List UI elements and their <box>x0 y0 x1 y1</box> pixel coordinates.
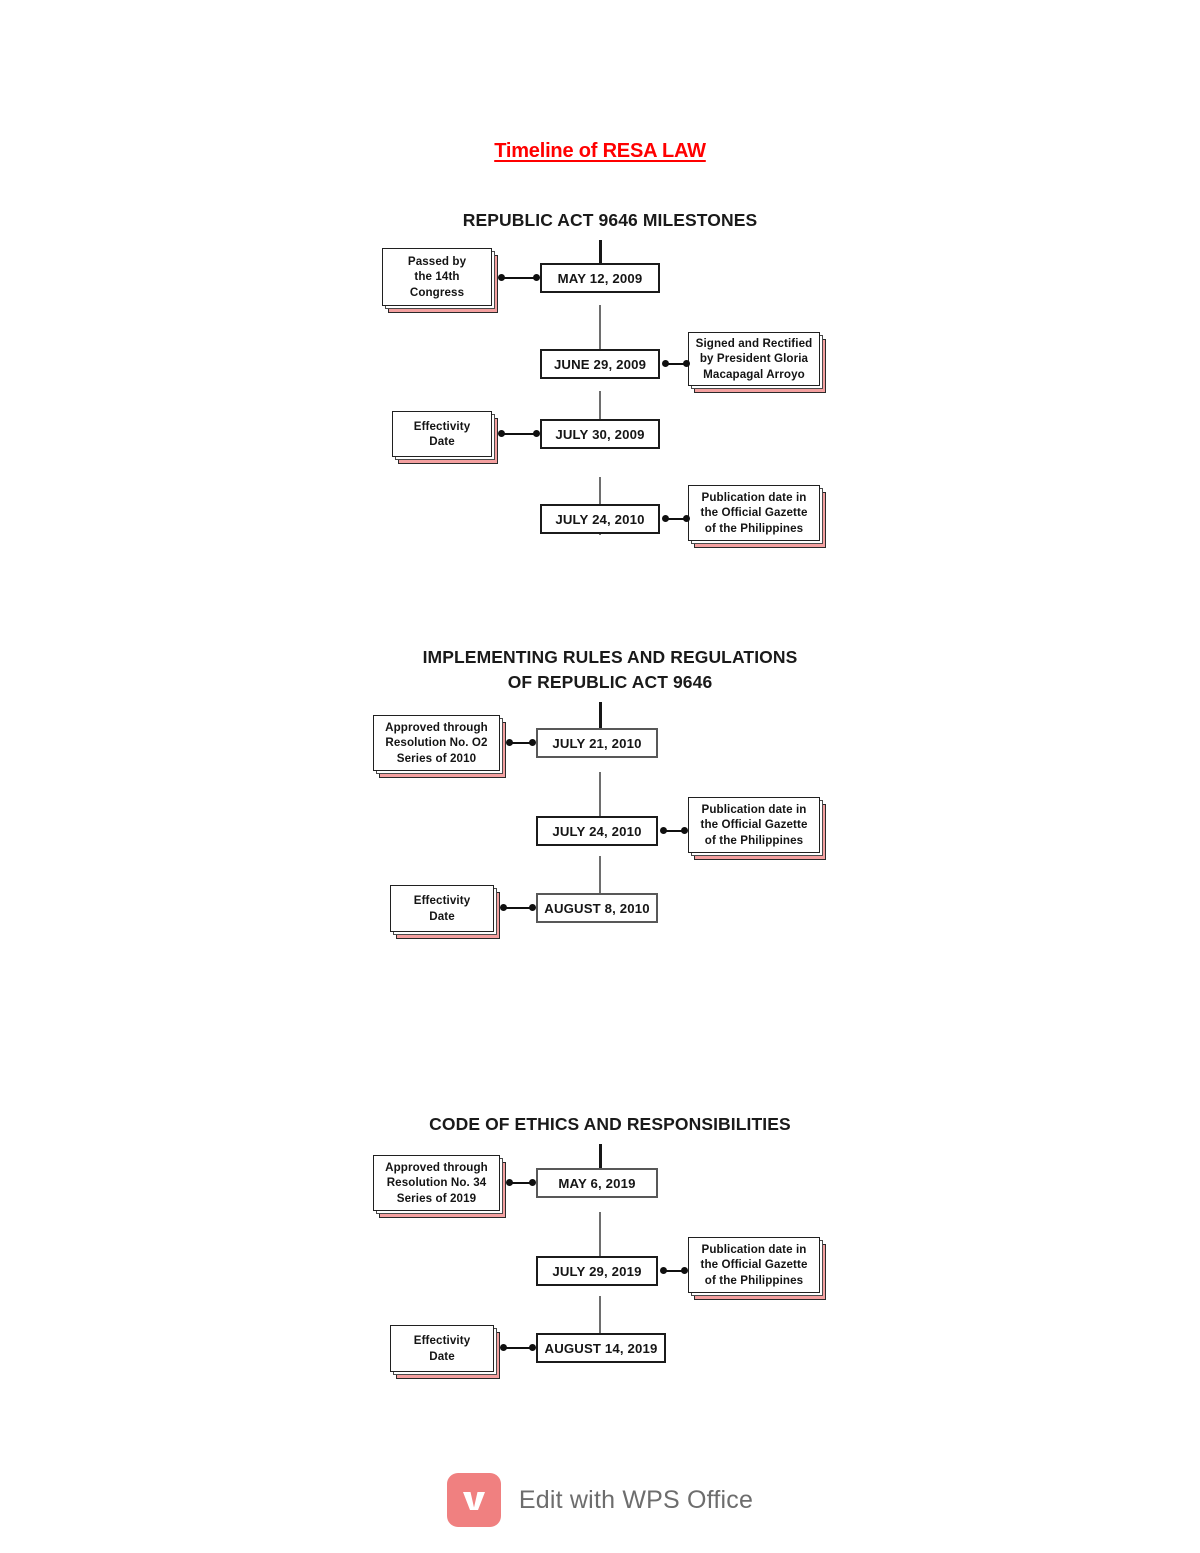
section-heading: CODE OF ETHICS AND RESPONSIBILITIES <box>429 1114 791 1134</box>
connector-line <box>510 742 532 745</box>
arrowhead-right-icon <box>681 827 688 835</box>
connector-line <box>504 907 532 910</box>
event-date-box[interactable]: AUGUST 14, 2019 <box>536 1333 666 1363</box>
connector-line <box>502 433 536 436</box>
timeline-spine-segment <box>599 305 601 361</box>
timeline-section-implementing-rules: IMPLEMENTING RULES AND REGULATIONS OF RE… <box>340 645 880 939</box>
arrowhead-right-icon <box>533 430 540 438</box>
connector-arrow <box>498 272 540 284</box>
arrowhead-right-icon <box>529 1344 536 1352</box>
event-date-box[interactable]: MAY 6, 2019 <box>536 1168 658 1198</box>
section-heading: IMPLEMENTING RULES AND REGULATIONS OF RE… <box>340 645 880 695</box>
section-heading-line-1: IMPLEMENTING RULES AND REGULATIONS <box>422 647 798 667</box>
timeline-spine-top <box>599 240 602 275</box>
timeline-spine-segment <box>599 856 601 912</box>
connector-line <box>510 1182 532 1185</box>
event-date-box[interactable]: JULY 29, 2019 <box>536 1256 658 1286</box>
arrowhead-right-icon <box>683 515 690 523</box>
arrowhead-right-icon <box>683 360 690 368</box>
connector-line <box>664 830 684 833</box>
event-date-box[interactable]: JULY 30, 2009 <box>540 419 660 449</box>
arrowhead-right-icon <box>529 904 536 912</box>
arrowhead-left-icon <box>660 1267 667 1275</box>
event-date-box[interactable]: JUNE 29, 2009 <box>540 349 660 379</box>
connector-arrow <box>662 358 690 370</box>
connector-arrow <box>498 428 540 440</box>
timeline-spine-segment <box>599 772 601 826</box>
event-date-box[interactable]: JULY 24, 2010 <box>540 504 660 534</box>
connector-arrow <box>500 1342 536 1354</box>
timeline-spine-segment <box>599 1212 601 1266</box>
arrowhead-left-icon <box>506 1179 513 1187</box>
connector-arrow <box>506 737 536 749</box>
connector-line <box>664 1270 684 1273</box>
arrowhead-left-icon <box>498 274 505 282</box>
wps-watermark[interactable]: Edit with WPS Office <box>0 1473 1200 1527</box>
arrowhead-right-icon <box>529 1179 536 1187</box>
event-date-box[interactable]: JULY 21, 2010 <box>536 728 658 758</box>
connector-arrow <box>662 513 690 525</box>
connector-arrow <box>506 1177 536 1189</box>
timeline-spine-segment <box>599 1296 601 1352</box>
arrowhead-left-icon <box>498 430 505 438</box>
wps-office-logo-icon <box>446 1473 501 1527</box>
page-title: Timeline of RESA LAW <box>494 140 706 162</box>
event-date-box[interactable]: MAY 12, 2009 <box>540 263 660 293</box>
arrowhead-left-icon <box>506 739 513 747</box>
timeline-section-code-of-ethics: CODE OF ETHICS AND RESPONSIBILITIES Appr… <box>340 1112 880 1379</box>
arrowhead-right-icon <box>681 1267 688 1275</box>
timeline-spine-top <box>599 1144 602 1182</box>
arrowhead-right-icon <box>529 739 536 747</box>
connector-line <box>666 363 686 366</box>
wps-watermark-label: Edit with WPS Office <box>518 1485 754 1514</box>
connector-arrow <box>660 1265 688 1277</box>
connector-line <box>504 1347 532 1350</box>
arrowhead-left-icon <box>662 515 669 523</box>
arrowhead-left-icon <box>500 904 507 912</box>
timeline-spine-top <box>599 702 602 742</box>
arrowhead-left-icon <box>662 360 669 368</box>
connector-arrow <box>660 825 688 837</box>
section-heading-line-2: OF REPUBLIC ACT 9646 <box>507 671 713 692</box>
connector-arrow <box>500 902 536 914</box>
section-heading: REPUBLIC ACT 9646 MILESTONES <box>462 210 758 230</box>
event-date-box[interactable]: JULY 24, 2010 <box>536 816 658 846</box>
event-date-box[interactable]: AUGUST 8, 2010 <box>536 893 658 923</box>
arrowhead-left-icon <box>500 1344 507 1352</box>
arrowhead-right-icon <box>533 274 540 282</box>
arrowhead-left-icon <box>660 827 667 835</box>
connector-line <box>502 277 536 280</box>
connector-line <box>666 518 686 521</box>
